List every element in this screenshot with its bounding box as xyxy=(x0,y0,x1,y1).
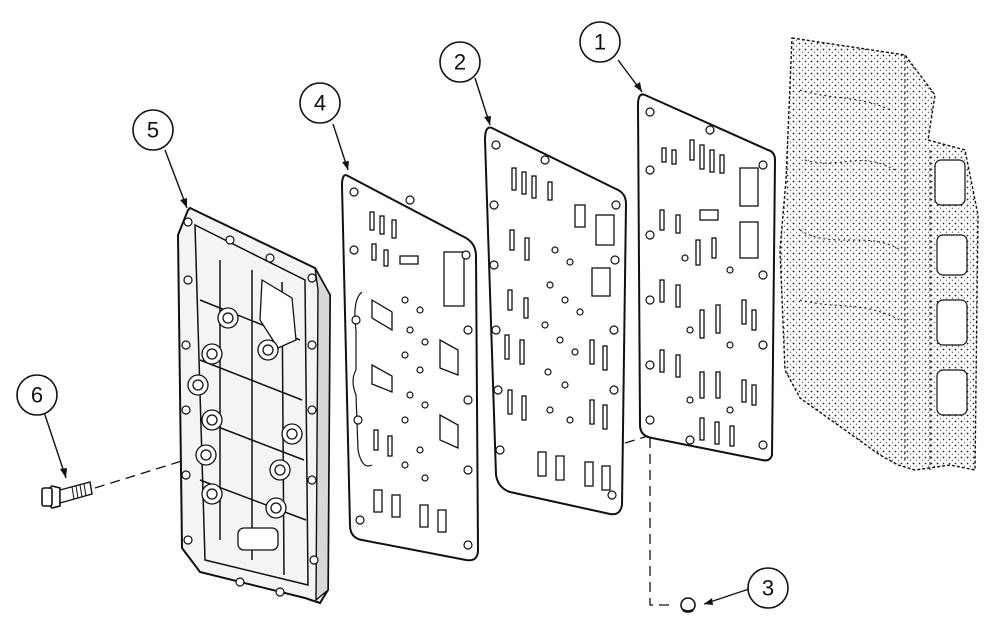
callout-2: 2 xyxy=(439,41,481,83)
callout-1-label: 1 xyxy=(594,30,606,55)
valve-body xyxy=(779,37,979,471)
callout-5: 5 xyxy=(132,109,174,151)
alignment-lines xyxy=(94,435,675,606)
callout-2-label: 2 xyxy=(454,50,466,75)
callout-5-label: 5 xyxy=(147,118,159,143)
callout-3-label: 3 xyxy=(762,576,774,601)
gasket-plate-4 xyxy=(340,174,480,562)
separator-plate-2 xyxy=(483,126,628,516)
callout-4: 4 xyxy=(299,82,341,124)
callout-6: 6 xyxy=(16,374,58,416)
callout-6-label: 6 xyxy=(31,383,43,408)
callout-1: 1 xyxy=(579,21,621,63)
callout-3: 3 xyxy=(747,567,789,609)
callout-4-label: 4 xyxy=(314,91,326,116)
leader-arrowheads xyxy=(60,82,713,605)
check-ball-3 xyxy=(680,597,696,613)
separator-plate-1 xyxy=(636,93,777,462)
cover-plate-5 xyxy=(176,206,332,605)
bolt-6 xyxy=(41,481,93,509)
